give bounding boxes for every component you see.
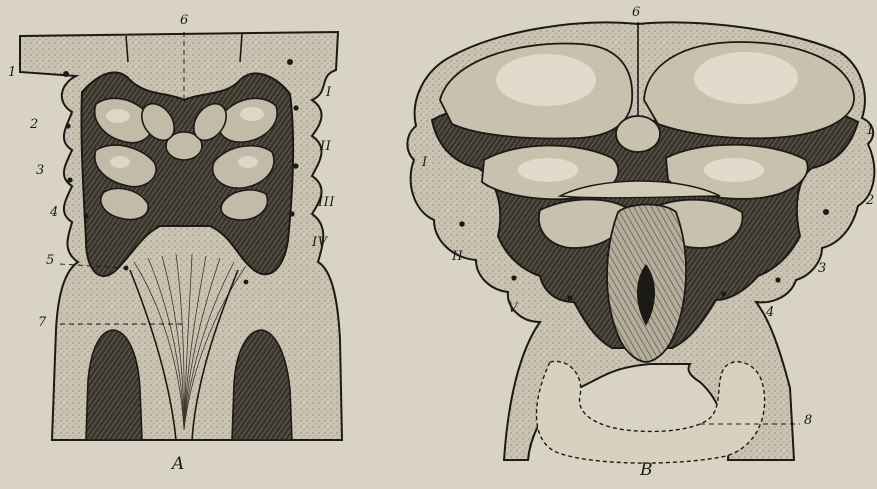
label-a-7: 7 [38,316,46,329]
label-a-IV: IV [312,236,328,249]
label-a-1: 1 [8,66,16,79]
label-a-3: 3 [36,164,44,177]
label-b-II: II [452,250,463,263]
panel-a-tissue [20,32,342,440]
label-a-2: 2 [30,118,38,131]
label-a-5: 5 [46,254,54,267]
label-b-1: 1 [866,124,874,137]
label-b-3: 3 [818,262,826,275]
label-a-III: III [318,196,335,209]
label-a-4: 4 [50,206,58,219]
panel-b-lower-loop [536,361,764,463]
label-b-2: 2 [866,194,874,207]
label-a-6: 6 [180,14,188,27]
caption-b: B [640,462,653,479]
caption-a: A [172,456,184,473]
label-b-6: 6 [632,6,640,19]
label-a-I: I [326,86,332,99]
label-b-4: 4 [766,306,774,319]
panel-a [20,32,342,440]
panel-b [407,22,874,463]
label-b-8: 8 [804,414,812,427]
label-b-I: I [422,156,428,169]
label-a-II: II [320,140,331,153]
label-b-V: V [508,302,518,315]
